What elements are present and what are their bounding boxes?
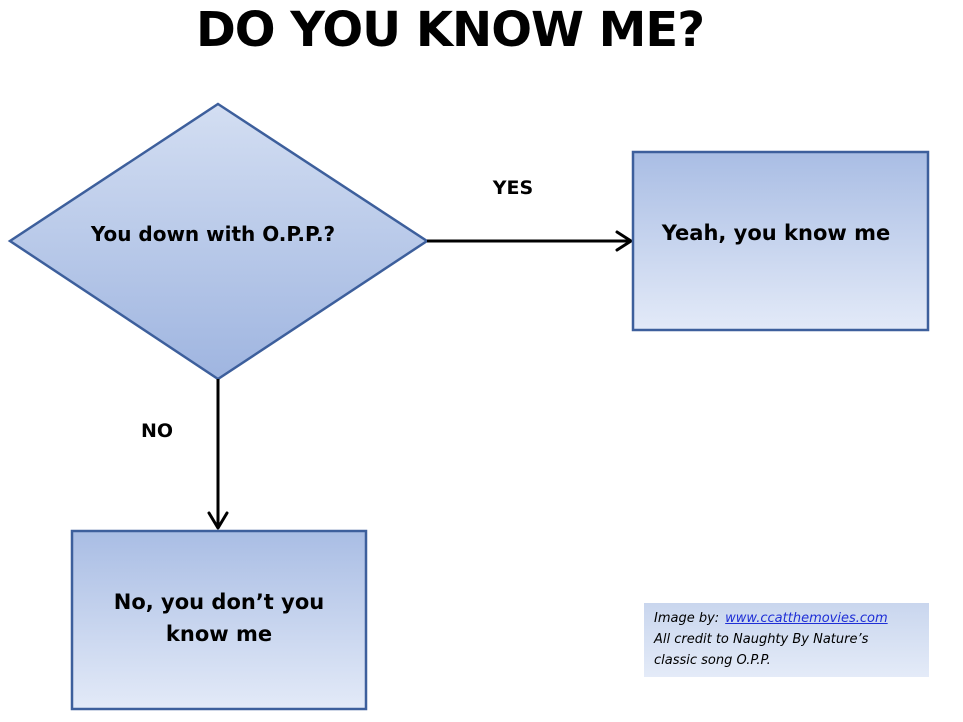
yes-outcome-label: Yeah, you know me	[661, 221, 891, 245]
no-outcome-box	[70, 529, 368, 711]
yes-arrowhead	[615, 230, 633, 252]
credit-line-1: Image by: www.ccatthemovies.com	[654, 608, 919, 629]
credit-link[interactable]: www.ccatthemovies.com	[725, 611, 888, 626]
credit-line-2: All credit to Naughty By Nature’s	[654, 632, 869, 647]
credit-line-3: classic song O.P.P.	[654, 653, 771, 668]
image-by-label: Image by:	[654, 611, 720, 626]
yes-label: YES	[492, 177, 533, 199]
decision-label: You down with O.P.P.?	[90, 222, 335, 246]
no-outcome-label-line2: know me	[166, 622, 272, 646]
no-outcome-label-line1: No, you don’t you	[114, 590, 324, 614]
credit-box: Image by: www.ccatthemovies.com All credi…	[644, 603, 929, 677]
no-label: NO	[141, 420, 173, 442]
no-arrowhead	[207, 511, 229, 530]
yes-outcome-box	[631, 150, 930, 332]
page-title: DO YOU KNOW ME?	[195, 2, 705, 58]
